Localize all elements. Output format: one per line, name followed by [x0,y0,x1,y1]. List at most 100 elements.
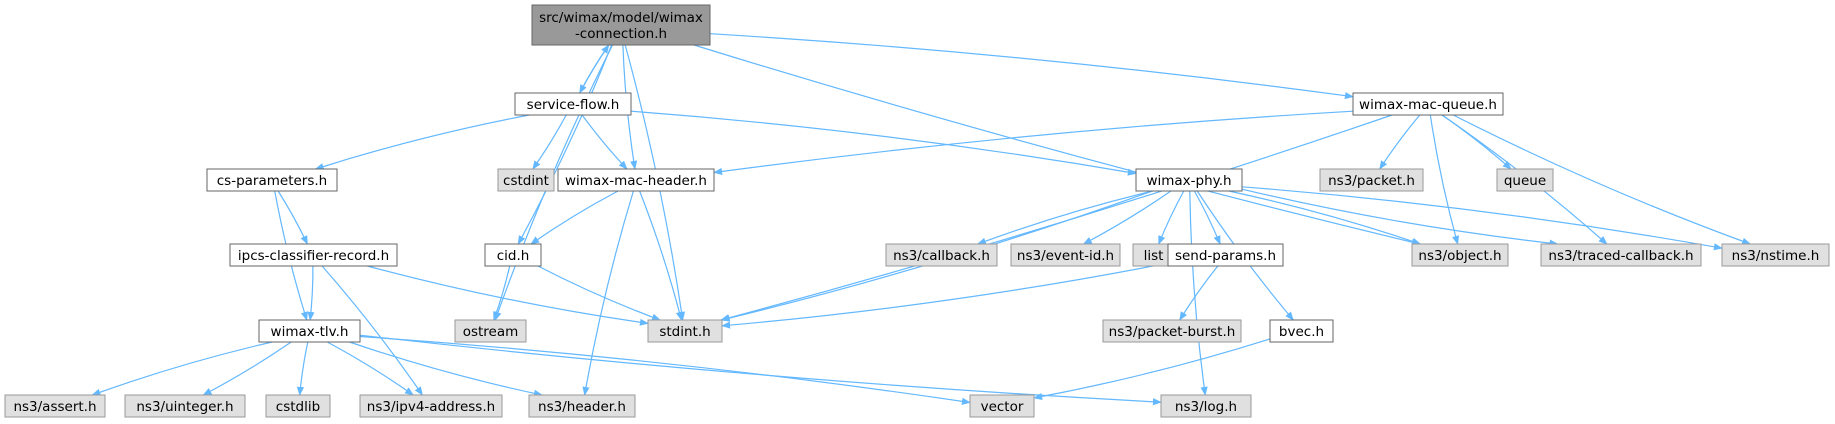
node-cs-parameters[interactable]: cs-parameters.h [206,168,338,192]
edge-service-flow-to-wimax-mac-header [581,114,628,170]
edge-cid-to-stdint [537,265,661,321]
node-label: wimax-phy.h [1146,173,1231,189]
edge-ipcs-classifier-record-to-ns3-ipv4-address [321,265,423,396]
node-ns3-traced-callback: ns3/traced-callback.h [1540,243,1702,267]
node-label: ns3/nstime.h [1732,248,1820,264]
node-box [1167,243,1284,267]
node-label: src/wimax/model/wimax [539,10,703,26]
node-label: ns3/ipv4-address.h [367,399,495,415]
node-label: cs-parameters.h [217,173,327,189]
node-ostream: ostream [454,319,527,343]
node-box [1721,243,1830,267]
node-label: wimax-mac-header.h [565,173,707,189]
node-box [359,394,503,418]
edge-wimax-tlv-to-ns3-uinteger [202,341,292,396]
edge-wimax-tlv-to-ns3-log [359,334,1162,406]
node-ns3-packet-burst: ns3/packet-burst.h [1102,319,1242,343]
node-label: ns3/callback.h [893,248,990,264]
node-wimax-mac-header[interactable]: wimax-mac-header.h [557,168,715,192]
node-box [1102,319,1242,343]
edge-wimax-phy-to-ns3-traced-callback [1241,188,1559,247]
edge-wimax-phy-to-ns3-event-id [1082,190,1172,245]
node-label: ns3/header.h [538,399,626,415]
node-bvec[interactable]: bvec.h [1269,319,1334,343]
node-ns3-object: ns3/object.h [1411,243,1509,267]
node-box [229,243,398,267]
node-label: ns3/log.h [1175,399,1237,415]
node-box [1160,394,1252,418]
edge-wimax-tlv-to-vector [359,335,971,405]
edge-send-params-to-ns3-packet-burst [1179,265,1219,321]
node-box [124,394,246,418]
edge-wimax-phy-to-ns3-nstime [1241,186,1723,251]
edge-bvec-to-vector [1033,338,1271,401]
edge-wimax-tlv-to-ns3-header [349,341,543,397]
edge-wimax-phy-to-list [1158,190,1185,245]
node-send-params[interactable]: send-params.h [1167,243,1284,267]
node-cstdint: cstdint [497,168,555,192]
node-ns3-nstime: ns3/nstime.h [1721,243,1830,267]
edge-send-params-to-stdint [721,262,1169,329]
node-label: wimax-tlv.h [271,324,349,340]
node-box [1135,168,1243,192]
node-ns3-assert: ns3/assert.h [4,394,106,418]
edge-wimax-tlv-to-cstdlib [296,341,309,396]
edge-wimax-mac-header-to-ns3-header [582,190,634,396]
node-box [1319,168,1424,192]
node-box [206,168,338,192]
edge-wimax-phy-to-ns3-log [1189,190,1208,396]
node-box [454,319,527,343]
node-wimax-mac-queue[interactable]: wimax-mac-queue.h [1352,92,1504,116]
node-label: ns3/packet.h [1328,173,1415,189]
node-list: list [1132,243,1175,267]
edge-wimax-tlv-to-ns3-ipv4-address [327,341,414,396]
node-box [514,92,632,116]
node-service-flow[interactable]: service-flow.h [514,92,632,116]
node-box [265,394,331,418]
node-label: stdint.h [659,324,710,340]
node-cid[interactable]: cid.h [484,243,542,267]
node-ipcs-classifier-record[interactable]: ipcs-classifier-record.h [229,243,398,267]
node-label: list [1144,248,1164,264]
edge-wimax-tlv-to-ns3-assert [91,341,273,396]
node-label: bvec.h [1279,324,1324,340]
node-box [484,243,542,267]
node-box [1010,243,1121,267]
node-wimax-phy[interactable]: wimax-phy.h [1135,168,1243,192]
node-box [557,168,715,192]
node-stdint: stdint.h [647,319,723,343]
edge-cs-parameters-to-ipcs-classifier-record [277,190,308,245]
node-box [258,319,361,343]
node-box [1496,168,1554,192]
node-box [1540,243,1702,267]
node-ns3-ipv4-address: ns3/ipv4-address.h [359,394,503,418]
edge-wimax-phy-to-ns3-callback [976,190,1153,245]
node-ns3-callback: ns3/callback.h [885,243,998,267]
edge-root-to-wimax-mac-queue [709,33,1354,100]
node-label: ns3/assert.h [13,399,96,415]
node-box [1269,319,1334,343]
node-wimax-tlv[interactable]: wimax-tlv.h [258,319,361,343]
edge-cid-to-ostream [493,265,511,321]
node-cstdlib: cstdlib [265,394,331,418]
node-box [531,4,711,46]
edge-wimax-phy-to-ns3-object [1228,190,1422,245]
node-label: cstdlib [276,399,320,415]
node-box [647,319,723,343]
edge-ipcs-classifier-record-to-wimax-tlv [307,265,315,321]
edge-service-flow-to-root [579,44,610,94]
node-box [4,394,106,418]
node-box [528,394,636,418]
edge-wimax-mac-queue-to-queue [1441,114,1512,170]
node-root[interactable]: src/wimax/model/wimax-connection.h [531,4,711,46]
node-label: service-flow.h [527,97,620,113]
edge-service-flow-to-wimax-phy [630,110,1137,176]
dependency-edges [91,33,1752,406]
node-ns3-packet: ns3/packet.h [1319,168,1424,192]
node-ns3-uinteger: ns3/uinteger.h [124,394,246,418]
node-box [497,168,555,192]
edge-wimax-mac-queue-to-wimax-mac-header [713,110,1354,175]
node-label: send-params.h [1175,248,1276,264]
node-label: vector [981,399,1024,415]
node-box [1352,92,1504,116]
